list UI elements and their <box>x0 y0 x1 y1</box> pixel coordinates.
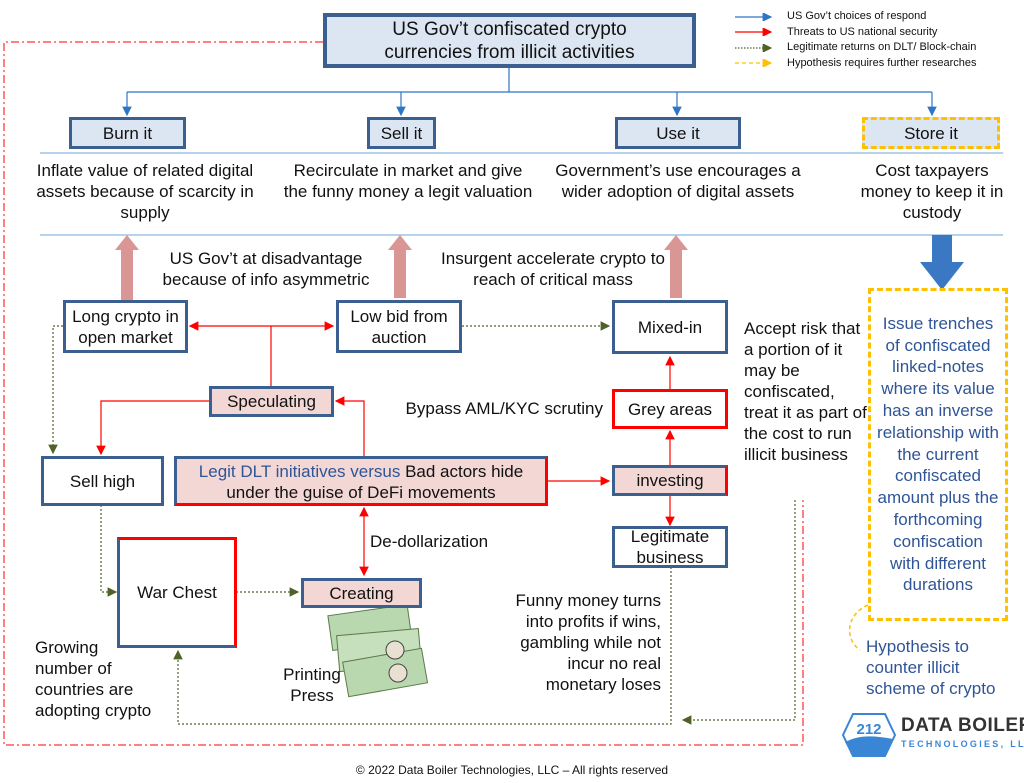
burn-it-box: Burn it <box>69 117 186 149</box>
growing-adoption-note: Growing number of countries are adopting… <box>35 638 152 720</box>
legitimate-return-arrows <box>48 321 796 725</box>
de-dollarization-note: De-dollarization <box>370 532 489 551</box>
store-outcome: Cost taxpayers money to keep it in custo… <box>860 161 1004 222</box>
hypothesis-proposal-box: Issue trenches of confiscated linked-not… <box>868 288 1008 621</box>
threat-frame <box>3 41 804 746</box>
war-chest-box: War Chest <box>117 537 237 648</box>
footer-copyright: © 2022 Data Boiler Technologies, LLC – A… <box>355 763 669 777</box>
sell-high-box: Sell high <box>41 456 164 506</box>
insurgent-note: Insurgent accelerate crypto to reach of … <box>441 249 665 289</box>
store-it-box: Store it <box>862 117 1000 149</box>
data-boiler-logo: 212 DATA BOILER TECHNOLOGIES, LLC <box>841 712 1024 762</box>
legend-item-red: Threats to US national security <box>735 25 977 41</box>
section-dividers <box>40 152 1003 236</box>
title-box: US Gov’t confiscated crypto currencies f… <box>323 13 696 68</box>
grey-areas-box: Grey areas <box>612 389 728 429</box>
legend-item-blue: US Gov’t choices of respond <box>735 9 977 25</box>
funny-money-note: Funny money turns into profits if wins, … <box>515 591 661 694</box>
logo-subtitle: TECHNOLOGIES, LLC <box>901 739 1024 749</box>
legend-item-yellow: Hypothesis requires further researches <box>735 56 977 72</box>
hypothesis-arrow <box>848 604 869 651</box>
disadvantage-note: US Gov’t at disadvantage because of info… <box>162 249 370 289</box>
logo-hexagon-icon: 212 <box>841 713 897 757</box>
legitimate-business-box: Legitimate business <box>612 526 728 568</box>
response-tree-lines <box>122 67 937 117</box>
use-it-box: Use it <box>615 117 741 149</box>
investing-box: investing <box>612 465 728 496</box>
long-crypto-box: Long crypto in open market <box>63 300 188 353</box>
pink-up-arrows <box>115 235 688 300</box>
low-bid-box: Low bid from auction <box>336 300 462 353</box>
blue-arrow-icon <box>735 12 773 21</box>
use-outcome: Government’s use encourages a wider adop… <box>555 161 801 201</box>
svg-text:212: 212 <box>856 721 881 738</box>
creating-box: Creating <box>301 578 422 608</box>
speculating-box: Speculating <box>209 386 334 417</box>
legend-item-green: Legitimate returns on DLT/ Block-chain <box>735 40 977 56</box>
printing-press-money-image <box>327 604 429 698</box>
threat-arrows <box>96 321 675 577</box>
legit-vs-bad-actors-box: Legit DLT initiatives versus Bad actors … <box>174 456 548 506</box>
blue-down-arrow <box>920 235 964 290</box>
mixed-in-box: Mixed-in <box>612 300 728 354</box>
legend: US Gov’t choices of respond Threats to U… <box>735 9 977 71</box>
green-dotted-arrow-icon <box>735 43 773 52</box>
bypass-note: Bypass AML/KYC scrutiny <box>405 399 603 418</box>
printing-press-label: Printing Press <box>283 665 341 705</box>
hypothesis-caption: Hypothesis to counter illicit scheme of … <box>866 637 996 698</box>
burn-outcome: Inflate value of related digital assets … <box>36 161 254 222</box>
accept-risk-note: Accept risk that a portion of it may be … <box>744 319 867 464</box>
yellow-dashed-arrow-icon <box>735 59 773 68</box>
sell-it-box: Sell it <box>367 117 436 149</box>
red-arrow-icon <box>735 28 773 37</box>
logo-name: DATA BOILER <box>901 715 1024 736</box>
sell-outcome: Recirculate in market and give the funny… <box>283 161 533 201</box>
